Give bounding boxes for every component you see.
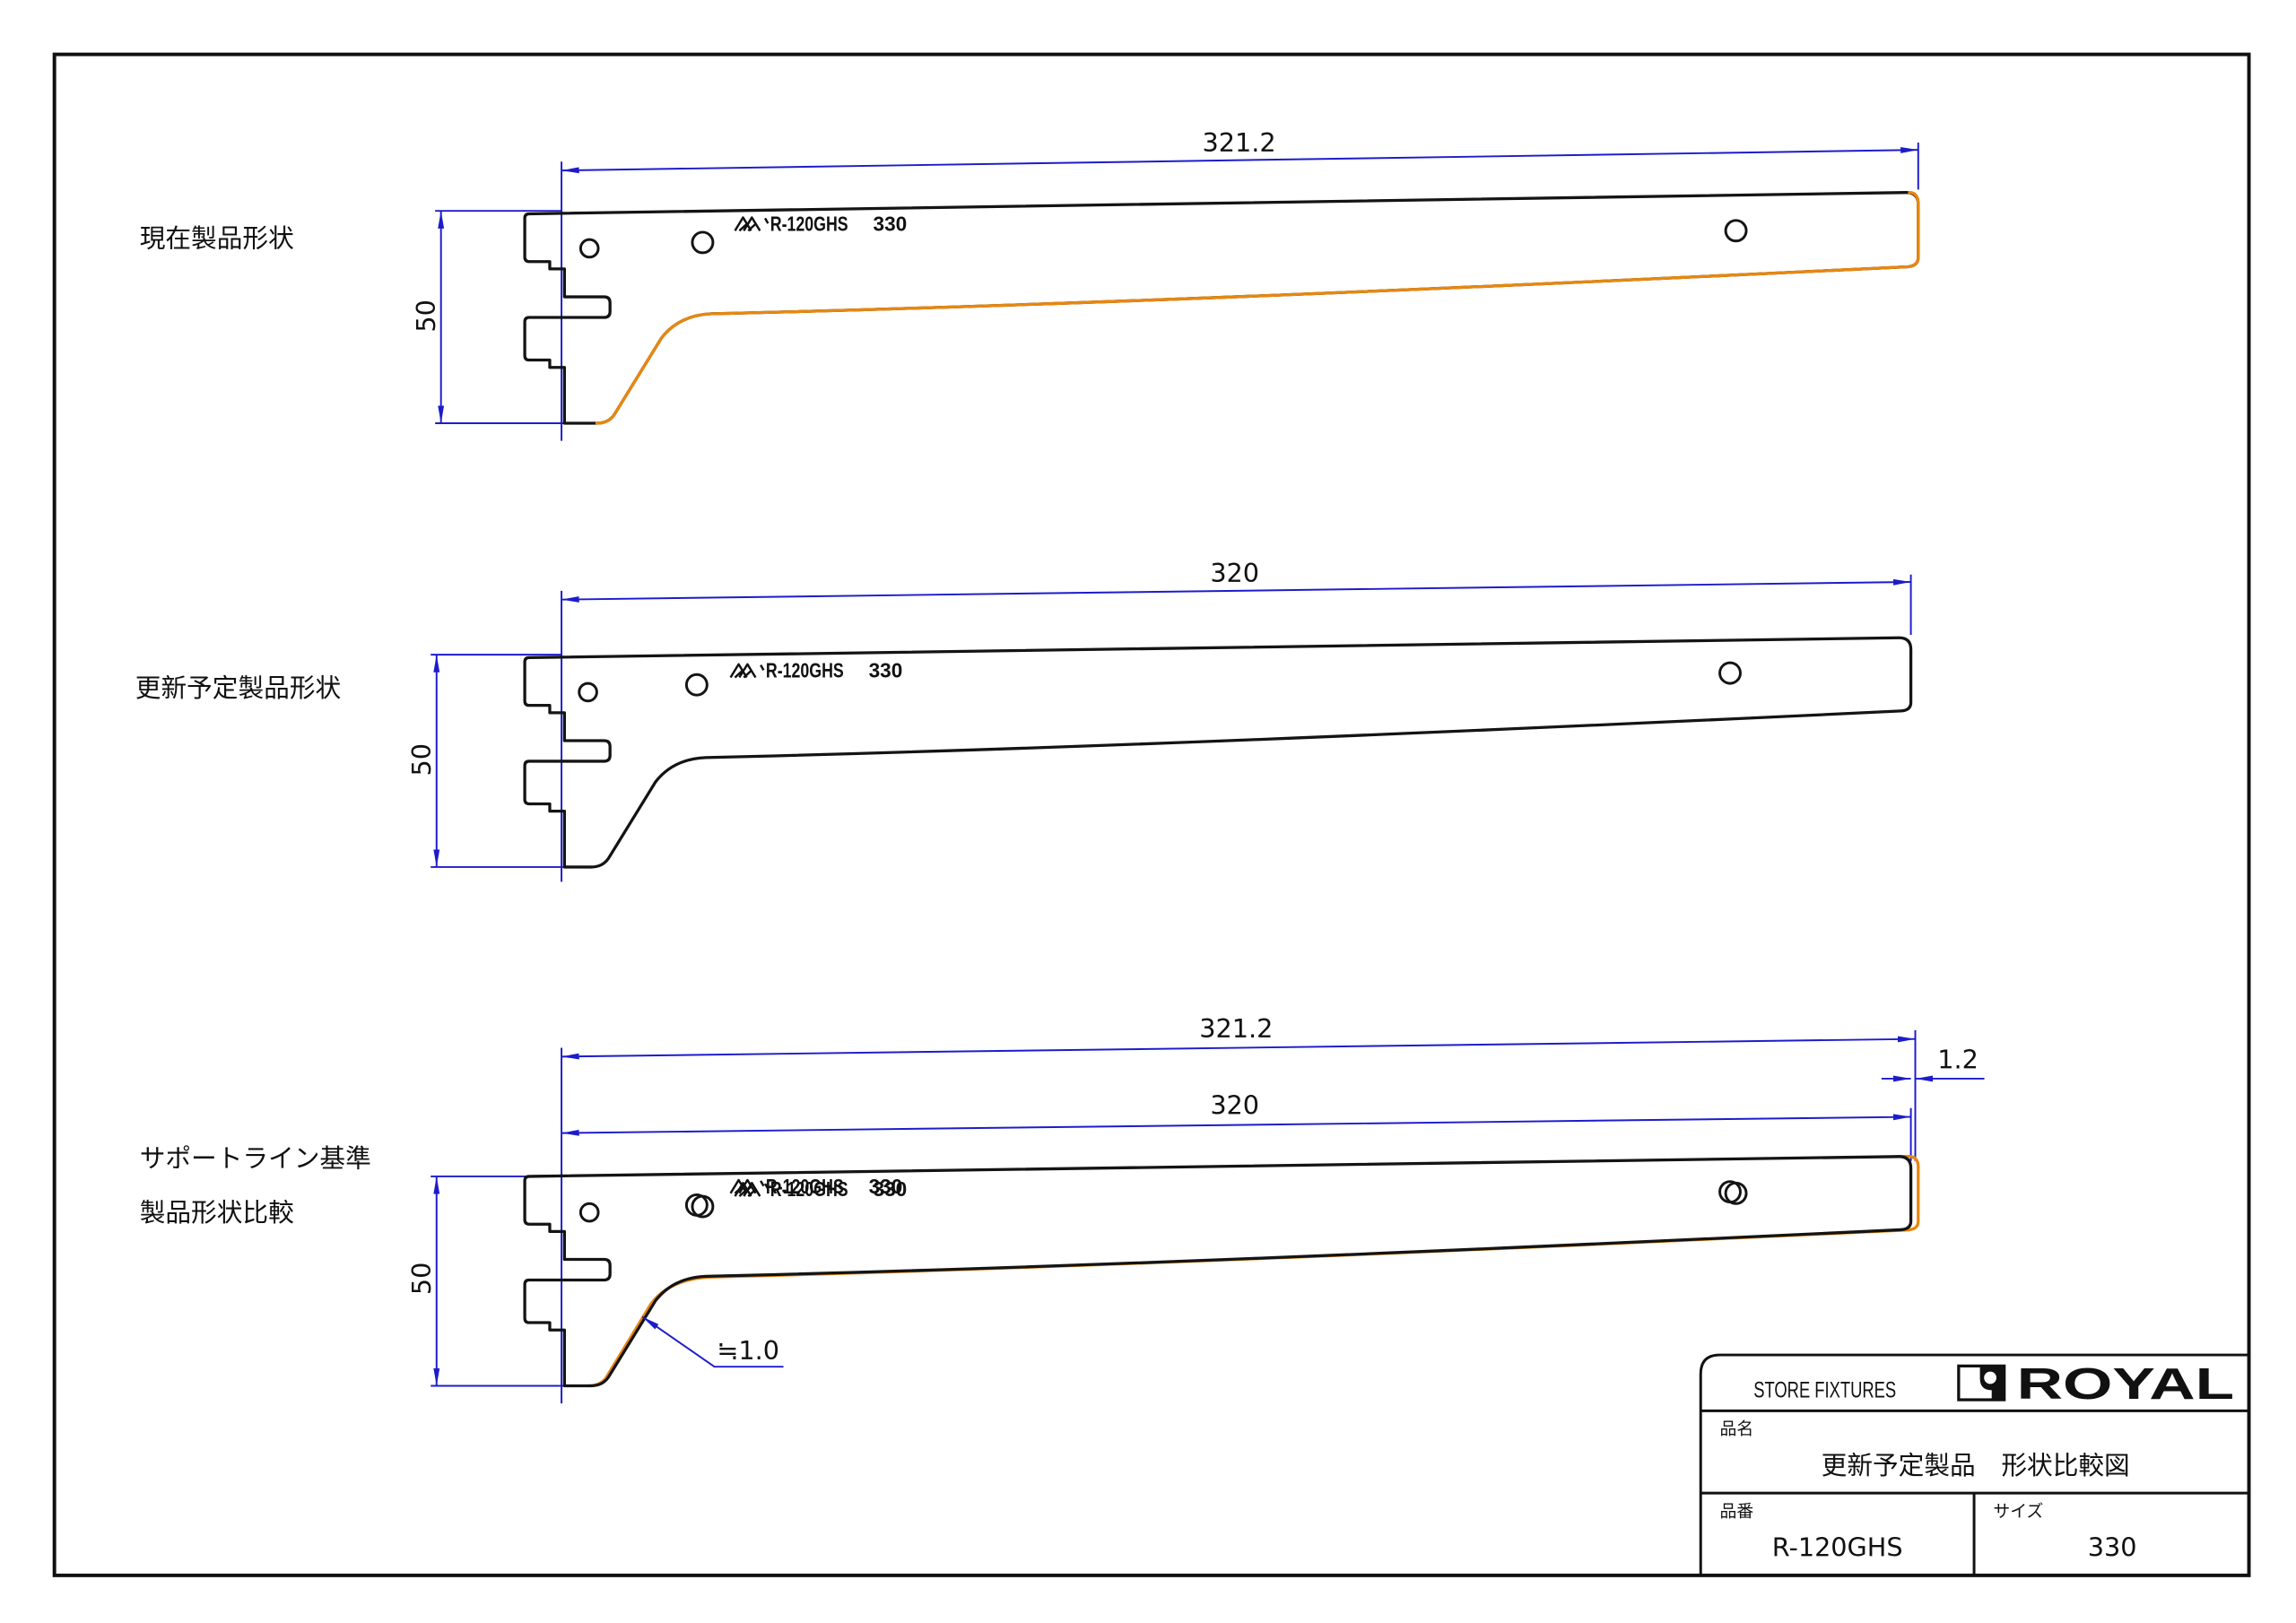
engraving: R-120GHS 330 xyxy=(729,1175,903,1198)
title-block-border xyxy=(1699,1353,2249,1575)
engraving: R-120GHS 330 xyxy=(729,659,903,682)
engraving-model: R-120GHS xyxy=(770,1177,848,1201)
length-value: 321.2 xyxy=(1203,127,1276,158)
drawing-label: 現在製品形状 xyxy=(140,222,294,253)
length-dimension-updated: 320 xyxy=(561,1089,1912,1161)
maker-mark-icon xyxy=(729,663,765,679)
dimension-line xyxy=(561,1114,1911,1136)
engraving-size: 330 xyxy=(869,1175,903,1198)
length-value: 320 xyxy=(1210,558,1259,588)
dimension-line xyxy=(561,147,1918,174)
maker-mark-icon xyxy=(734,216,770,232)
bracket-overlay xyxy=(523,1154,1920,1388)
dimension-line xyxy=(561,578,1911,603)
engraving-size: 330 xyxy=(869,659,903,682)
engraving: R-120GHS 330 xyxy=(734,1177,908,1201)
bracket-updated-outline xyxy=(523,1155,1913,1388)
bracket-outline xyxy=(523,636,1913,869)
length-value: 321.2 xyxy=(1199,1013,1273,1044)
bracket-changed-edge-highlight xyxy=(595,191,1920,425)
royal-logo-icon xyxy=(1957,1364,2006,1402)
dimension-line xyxy=(561,1036,1916,1060)
engraving-size: 330 xyxy=(874,1177,908,1201)
bracket xyxy=(523,636,1913,869)
height-value: 50 xyxy=(406,743,437,776)
mounting-hole xyxy=(1718,661,1742,685)
height-value: 50 xyxy=(406,1263,437,1295)
brand-name: ROYAL xyxy=(2017,1359,2235,1409)
engraving-model: R-120GHS xyxy=(766,659,844,682)
length-value: 320 xyxy=(1210,1089,1259,1120)
bracket-outline xyxy=(523,191,1920,425)
drawing-comparison: サポートライン基準 製品形状比較 321.2 320 1.2 50 xyxy=(140,1013,1985,1404)
logo-dot xyxy=(1984,1371,1996,1384)
mounting-hole xyxy=(691,1194,715,1219)
mounting-hole xyxy=(691,230,715,255)
maker-mark-icon xyxy=(734,1182,770,1197)
height-dimension: 50 xyxy=(411,210,597,424)
mounting-hole xyxy=(1724,1181,1748,1205)
offset-value: ≒1.0 xyxy=(717,1335,779,1366)
engraving-size: 330 xyxy=(874,212,908,235)
mounting-hole xyxy=(1724,219,1748,243)
mounting-hole xyxy=(578,238,600,259)
length-dimension: 321.2 xyxy=(561,127,1919,441)
company-tagline: STORE FIXTURES xyxy=(1753,1379,1896,1403)
mounting-hole xyxy=(684,673,709,697)
size-label: サイズ xyxy=(1993,1501,2043,1521)
title-block: STORE FIXTURES ROYAL 品名 更新予定製品 形状比較図 品番 … xyxy=(1699,1353,2249,1575)
offset-dimension: ≒1.0 xyxy=(641,1315,784,1368)
engraving-model: R-120GHS xyxy=(770,212,848,235)
drawing-current-product: 現在製品形状 321.2 50 R-120GHS 330 xyxy=(140,127,1920,441)
length-dimension: 320 xyxy=(561,558,1912,882)
product-name-label: 品名 xyxy=(1720,1419,1754,1439)
length-difference-dimension: 1.2 xyxy=(1881,1044,1985,1082)
engraving: R-120GHS 330 xyxy=(734,212,908,235)
drawing-label-line: 製品形状比較 xyxy=(140,1197,294,1228)
drawing-updated-product: 更新予定製品形状 320 50 R-120GHS 330 xyxy=(135,558,1913,882)
difference-value: 1.2 xyxy=(1937,1044,1979,1074)
mounting-hole xyxy=(578,681,598,703)
part-number: R-120GHS xyxy=(1772,1532,1903,1563)
mounting-hole xyxy=(578,1202,600,1223)
size-value: 330 xyxy=(2088,1532,2137,1563)
product-name: 更新予定製品 形状比較図 xyxy=(1822,1450,2130,1480)
leader-line xyxy=(641,1315,784,1368)
drawing-label-line: サポートライン基準 xyxy=(140,1142,371,1173)
sheet-border xyxy=(52,52,2251,1577)
engraving-model: R-120GHS xyxy=(766,1175,844,1198)
height-value: 50 xyxy=(411,299,441,332)
drawing-label: 更新予定製品形状 xyxy=(135,673,341,703)
length-dimension-current: 321.2 xyxy=(561,1013,1917,1404)
part-number-label: 品番 xyxy=(1720,1501,1754,1521)
height-dimension: 50 xyxy=(406,654,593,868)
